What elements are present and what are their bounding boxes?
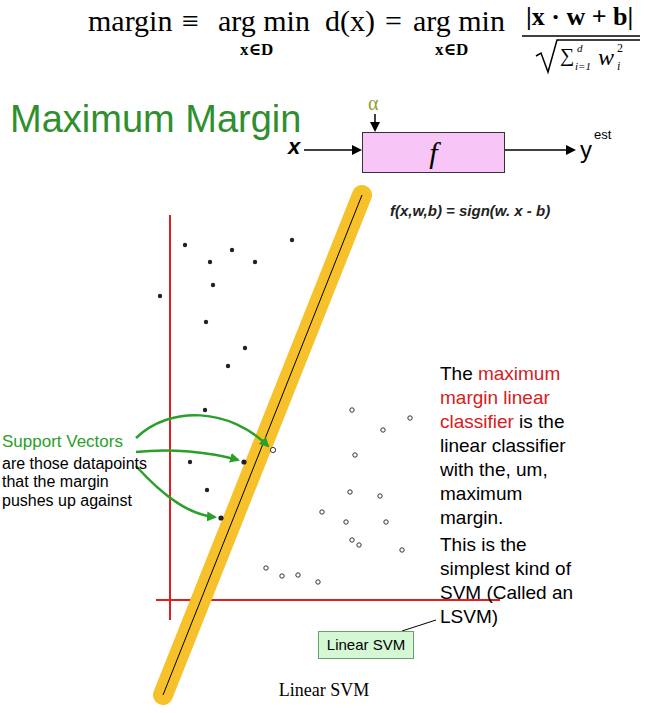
function-box: f [362, 132, 505, 173]
formula-term: 2 [617, 42, 623, 56]
description-text: This is the simplest kind of SVM (Called… [440, 534, 573, 627]
formula-term: arg min [413, 4, 505, 39]
label-text: are those datapoints that the margin pus… [2, 455, 152, 510]
formula-term: |x · w + b| [526, 2, 633, 32]
label-text: est [594, 128, 611, 143]
formula-term: arg min [218, 4, 310, 39]
fraction-bar [522, 35, 640, 37]
text-block: This is the simplest kind of SVM (Called… [440, 533, 590, 629]
label-text: α [368, 92, 378, 115]
formula-term: x∈D [240, 40, 273, 60]
formula-term: i=1 [575, 60, 591, 73]
support-vector-arrow [136, 415, 268, 517]
label-text: Support Vectors [2, 432, 123, 452]
input-arrow [374, 114, 376, 130]
input-arrow [304, 149, 360, 151]
label-text: x [288, 134, 300, 159]
formula-term: d(x) [325, 4, 375, 39]
node-text: f [429, 136, 437, 169]
formula-term: ≡ [182, 4, 199, 39]
label-text: y [580, 136, 592, 164]
description-text: The [440, 363, 473, 384]
label-box: Linear SVM [318, 631, 414, 659]
formula-term: d [577, 42, 583, 55]
slide-title: Maximum Margin [10, 98, 301, 141]
class-points [264, 408, 412, 584]
label-text: f(x,w,b) = sign(w. x - b) [390, 202, 550, 219]
formula-term: w [598, 44, 614, 72]
formula-term: ∑ [560, 44, 574, 67]
formula-term: i [617, 60, 620, 74]
text-block: Themaximum margin linear classifieris th… [440, 362, 595, 530]
root-sign [536, 40, 640, 72]
formula-term: margin [88, 4, 172, 39]
formula-term: = [385, 4, 402, 39]
formula-term: x∈D [435, 40, 468, 60]
leader-line [402, 620, 436, 631]
decision-line [163, 195, 362, 695]
class-points [158, 238, 294, 521]
figure-caption: Linear SVM [0, 680, 648, 701]
output-arrow [505, 149, 574, 151]
node-text: Linear SVM [327, 637, 405, 654]
margin-band [163, 195, 362, 695]
